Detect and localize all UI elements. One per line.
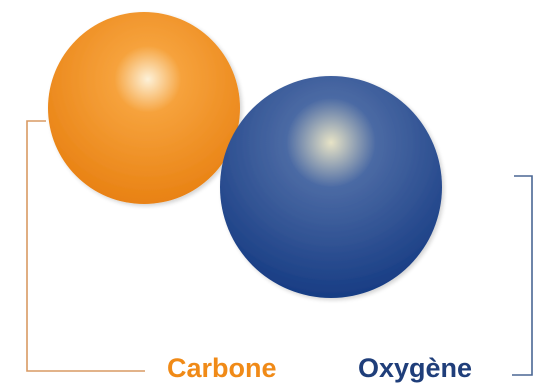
oxygen-label: Oxygène bbox=[358, 353, 473, 383]
oxygen-bracket bbox=[512, 175, 533, 376]
carbon-bracket bbox=[26, 120, 145, 372]
oxygen-atom-icon bbox=[220, 76, 442, 298]
carbon-label: Carbone bbox=[167, 353, 277, 383]
carbon-atom-icon bbox=[48, 12, 240, 204]
